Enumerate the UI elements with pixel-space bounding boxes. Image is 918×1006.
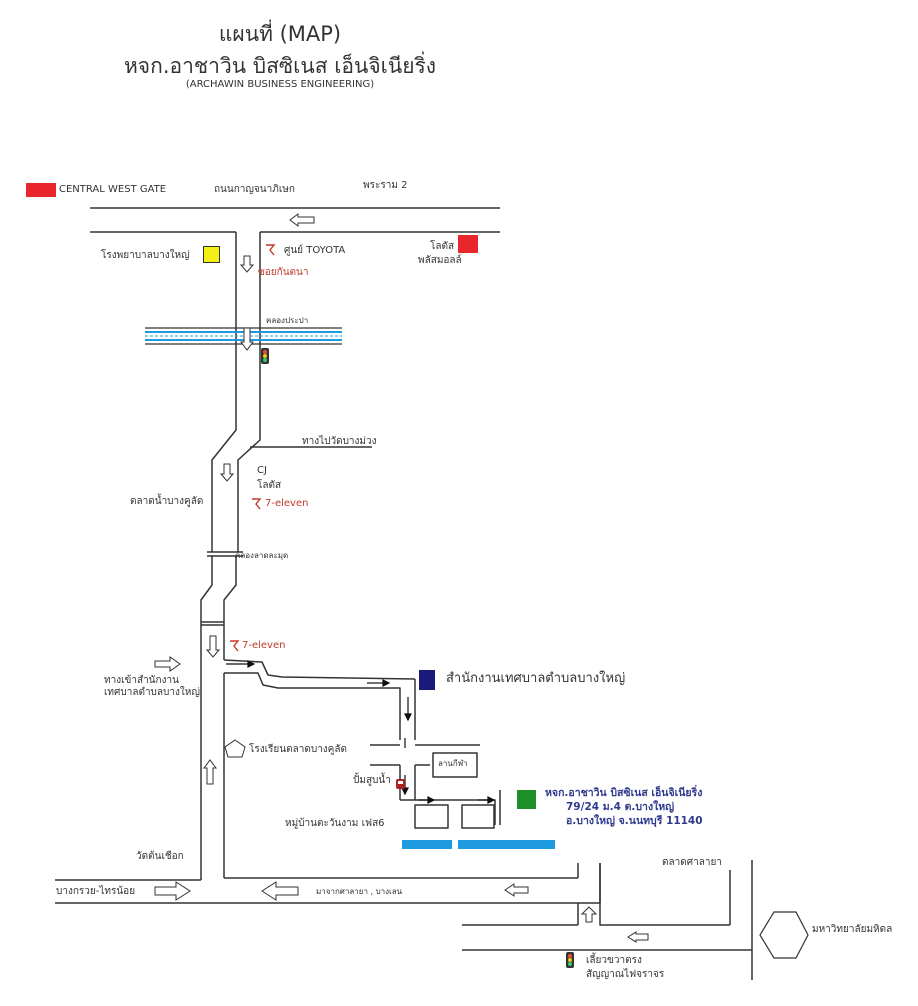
- arrow-up-icon-2: [580, 906, 598, 923]
- arrow-down-icon-3: [219, 463, 235, 482]
- label-bangkruay-sainoi: บางกรวย-ไทรน้อย: [56, 886, 136, 897]
- route-arrows: [226, 660, 496, 804]
- traffic-light-icon-1: [261, 348, 269, 364]
- label-company-line2: 79/24 ม.4 ต.บางใหญ่: [566, 801, 675, 813]
- label-wat-tonchueak: วัดต้นเชือก: [136, 851, 184, 862]
- traffic-light-icon-2: [566, 952, 574, 968]
- label-mahidol: มหาวิทยาลัยมหิดล: [812, 924, 893, 935]
- road-salaya-left: [599, 863, 730, 926]
- label-school: โรงเรียนตลาดบางคูลัด: [249, 744, 347, 755]
- label-lotus: โลตัส: [257, 480, 282, 491]
- water-bar: [402, 840, 555, 849]
- shop-icon-toyota: [266, 244, 276, 256]
- label-soi-kantana: ซอยกันตนา: [258, 267, 309, 278]
- label-entrance-line2: เทศบาลตำบลบางใหญ่: [104, 687, 200, 698]
- label-central-west-gate: CENTRAL WEST GATE: [59, 184, 167, 195]
- gas-pump-icon: [396, 779, 405, 789]
- label-company-line3: อ.บางใหญ่ จ.นนทบุรี 11140: [566, 815, 703, 827]
- company-marker: [517, 790, 536, 809]
- road-bottom-right-edge: [577, 863, 601, 903]
- arrow-down-icon-4: [205, 635, 221, 658]
- road-main-right-edge: [223, 232, 261, 660]
- municipal-office-marker: [419, 670, 435, 690]
- hexagon-university-icon: [759, 911, 809, 959]
- central-west-gate-marker: [26, 183, 56, 197]
- label-7eleven-2: 7-eleven: [242, 640, 286, 651]
- label-to-wat-bangmuang: ทางไปวัดบางม่วง: [302, 436, 377, 447]
- bridge-small: [201, 621, 224, 626]
- arrow-right-icon-1: [154, 656, 181, 672]
- arrow-right-icon-2: [154, 881, 191, 901]
- company-title-english: (ARCHAWIN BUSINESS ENGINEERING): [185, 79, 375, 90]
- label-klong-lat-lamut: คลองลาดละมุด: [235, 551, 289, 560]
- pentagon-school-icon: [224, 739, 246, 758]
- arrow-left-icon-1: [289, 213, 315, 227]
- arrow-down-icon-1: [239, 255, 255, 273]
- shop-icon-7eleven-1: [252, 498, 262, 510]
- label-entrance-line1: ทางเข้าสำนักงาน: [104, 675, 179, 686]
- road-salaya-lower: [462, 924, 752, 951]
- label-toyota: ศูนย์ TOYOTA: [284, 245, 346, 256]
- arrow-up-icon-1: [203, 759, 217, 785]
- label-kanchanapisek-road: ถนนกาญจนาภิเษก: [214, 184, 295, 195]
- arrow-down-icon-2: [240, 327, 254, 351]
- road-bottom-top-edge: [55, 877, 578, 881]
- label-salaya-market: ตลาดศาลายา: [662, 857, 722, 868]
- block-2: [461, 804, 495, 829]
- label-bangyai-hospital: โรงพยาบาลบางใหญ่: [101, 250, 190, 261]
- road-municipal-bottom-edge: [224, 672, 401, 740]
- arrow-left-icon-2: [261, 881, 299, 901]
- company-title-thai: หจก.อาชาวิน บิสซิเนส เอ็นจิเนียริ่ง: [123, 54, 437, 78]
- map-title: แผนที่ (MAP): [218, 22, 342, 46]
- label-municipal-office: สำนักงานเทศบาลตำบลบางใหญ่: [446, 671, 626, 686]
- bridge-klong-lat: [207, 551, 243, 557]
- label-cj: CJ: [257, 465, 267, 476]
- label-from-salaya: มาจากศาลายา , บางเลน: [316, 887, 403, 896]
- label-rama2: พระราม 2: [363, 180, 408, 191]
- label-gas-station: ปั้มสูบน้ำ: [353, 775, 391, 786]
- shop-icon-7eleven-2: [230, 640, 240, 652]
- arrow-left-icon-3: [504, 883, 529, 897]
- label-klong-prapa: คลองประปา: [266, 316, 309, 325]
- arrow-left-icon-4: [627, 931, 649, 943]
- label-village: หมู่บ้านตะวันงาม เฟส6: [285, 818, 385, 829]
- shop-icons: [230, 244, 276, 652]
- block-lan-kila: [432, 752, 478, 778]
- label-floating-market: ตลาดน้ำบางคูลัด: [130, 496, 204, 507]
- bangyai-hospital-marker: [203, 246, 220, 263]
- label-lan-kila: ลานกีฬา: [438, 759, 468, 768]
- label-lotus-plus: โลตัส: [430, 241, 455, 252]
- arrow-icons: [154, 213, 649, 943]
- label-lotus-plus-mall: พลัสมอลล์: [418, 255, 462, 266]
- label-turn-line2: สัญญาณไฟจราจร: [586, 969, 665, 980]
- label-company-line1: หจก.อาชาวิน บิสซิเนส เอ็นจิเนียริ่ง: [545, 787, 703, 799]
- label-turn-line1: เลี้ยวขวาตรง: [586, 955, 642, 966]
- block-1: [414, 804, 449, 829]
- label-7eleven-1: 7-eleven: [265, 498, 309, 509]
- lotus-plus-mall-marker: [458, 235, 478, 253]
